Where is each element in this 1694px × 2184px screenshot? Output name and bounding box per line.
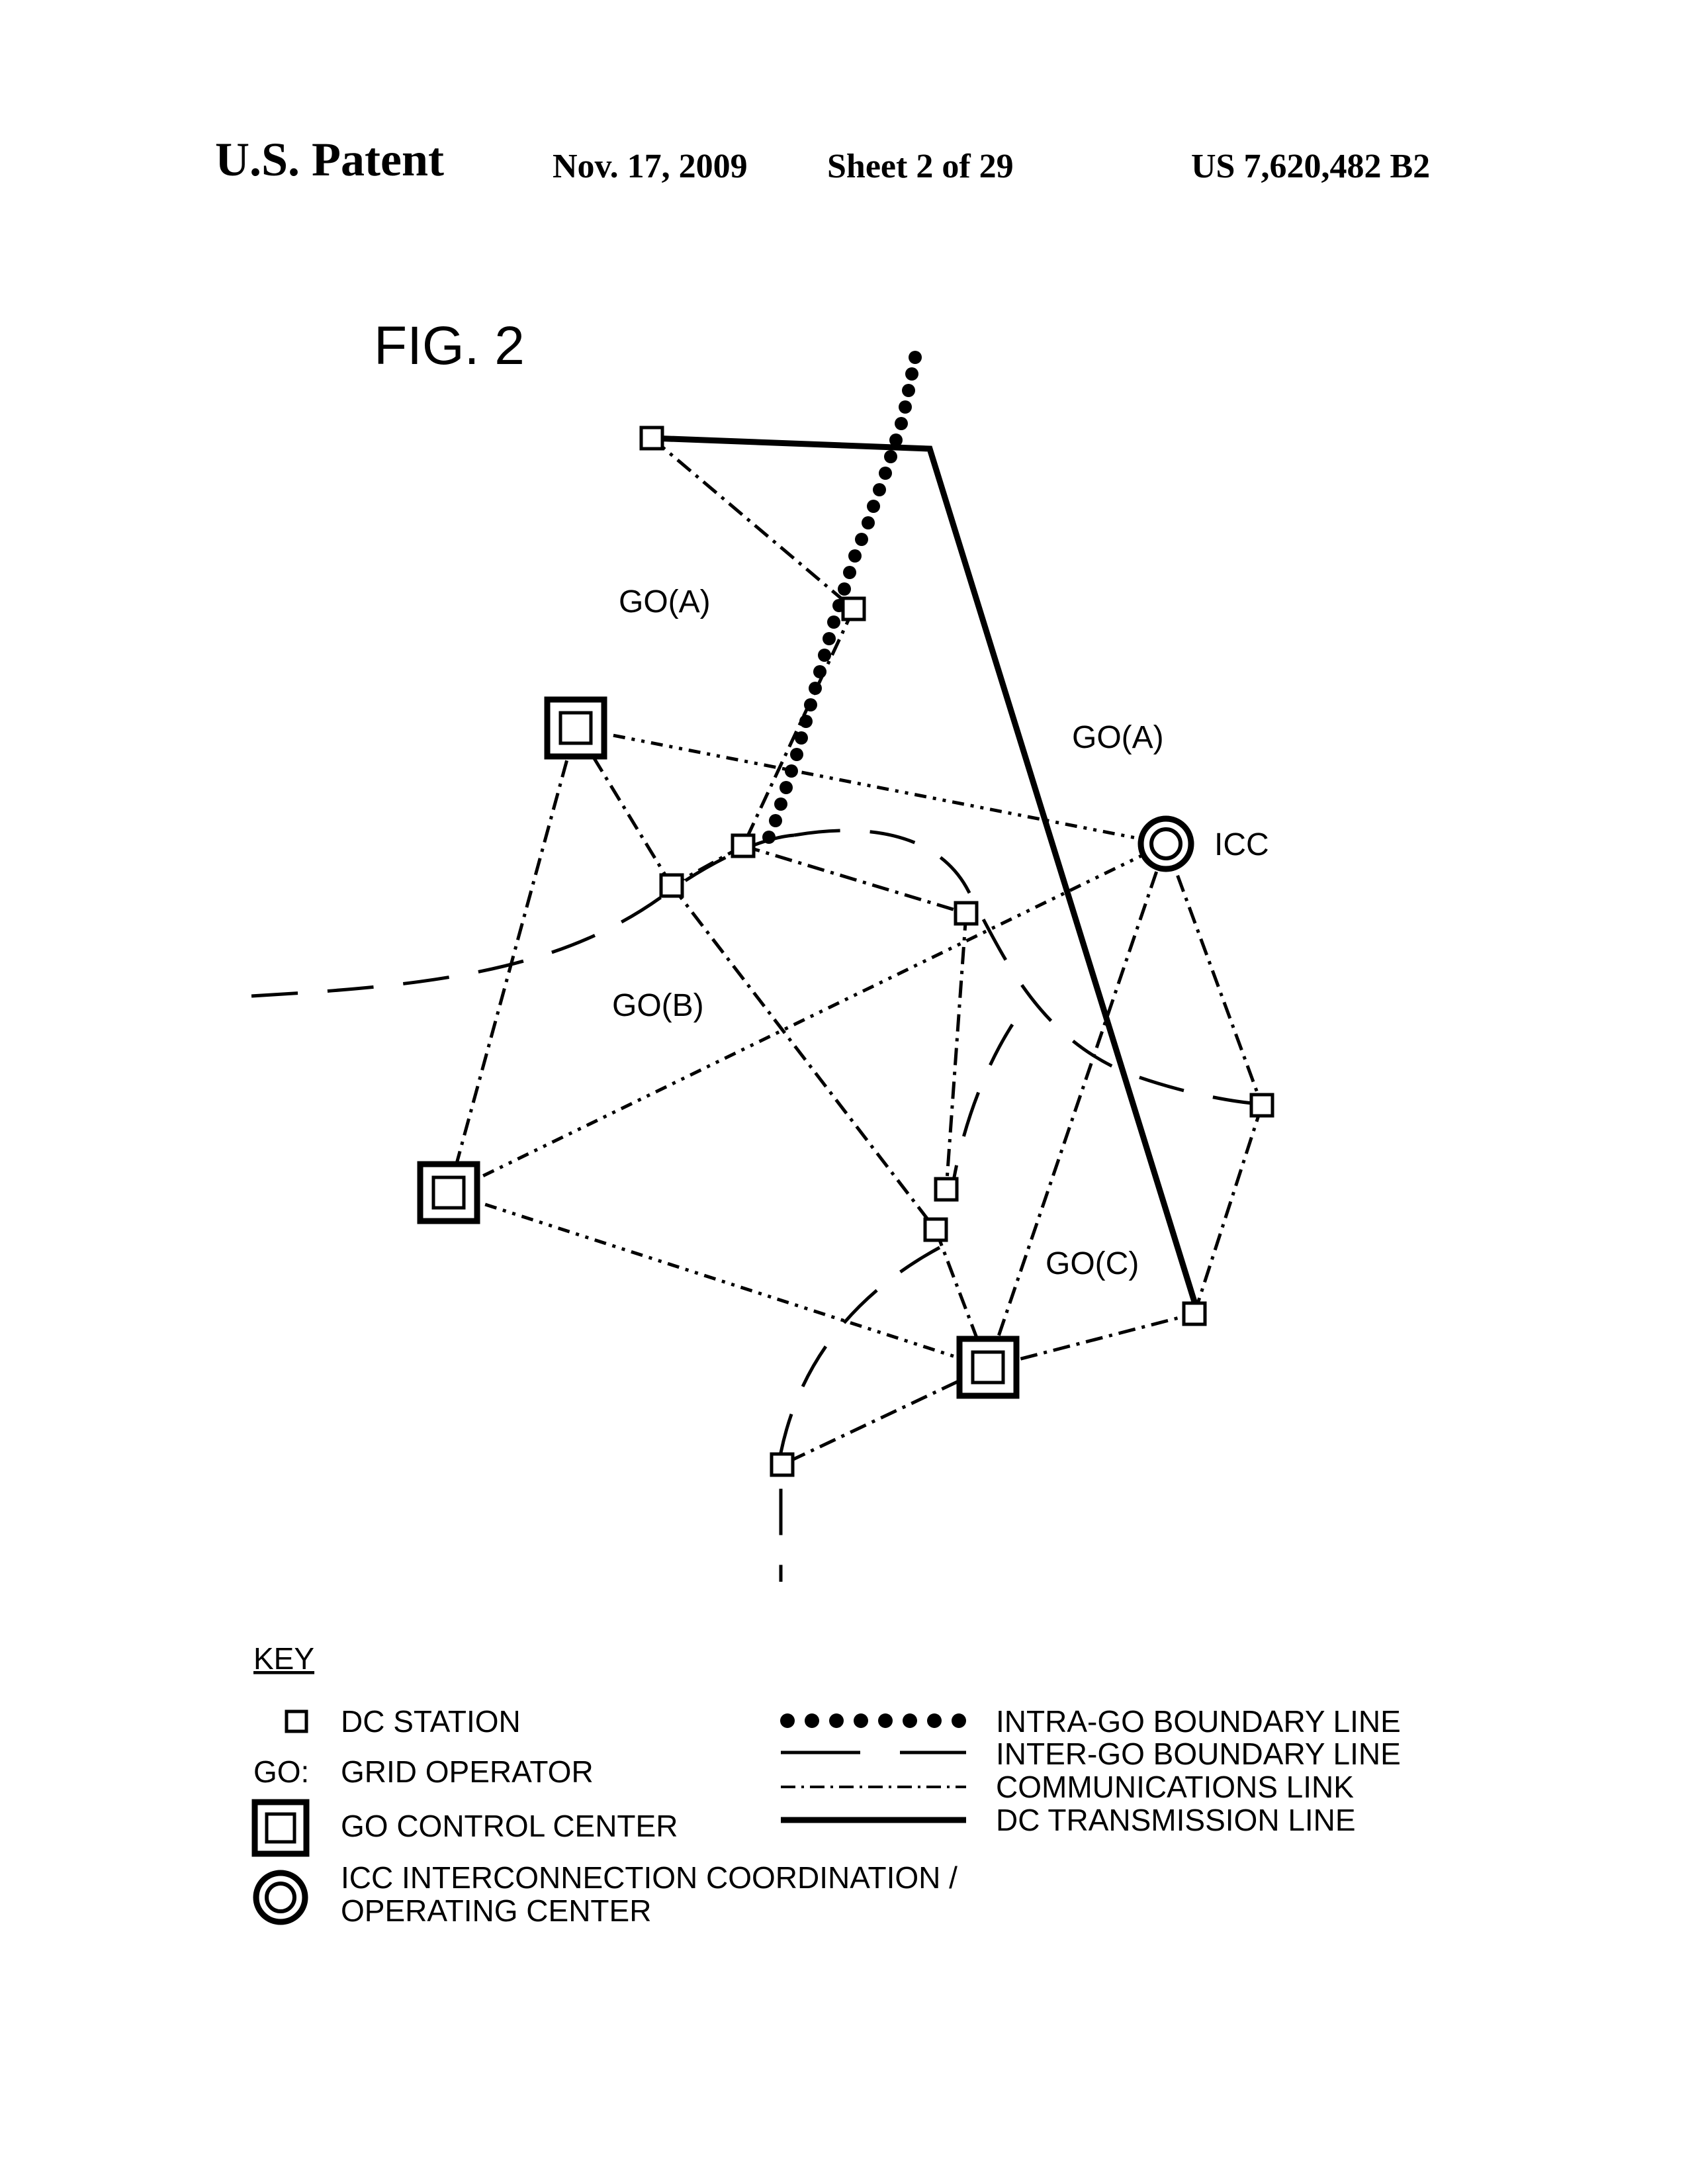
key-dc-line: DC TRANSMISSION LINE (996, 1803, 1356, 1837)
dc-stations (639, 426, 1274, 1477)
region-label-go-a-left: GO(A) (619, 584, 711, 619)
key-icc-line2: OPERATING CENTER (341, 1893, 651, 1928)
key-heading: KEY (253, 1641, 314, 1676)
region-label-go-b: GO(B) (612, 988, 704, 1023)
key-comm-link: COMMUNICATIONS LINK (996, 1770, 1354, 1804)
patent-date: Nov. 17, 2009 (553, 148, 748, 185)
go-control-center-a (544, 696, 607, 760)
key-intra-go-symbol (780, 1713, 966, 1728)
communications-links (447, 437, 1264, 1467)
go-control-center-b (417, 1161, 480, 1224)
key-icc-symbol (253, 1870, 308, 1925)
patent-title: U.S. Patent (215, 133, 444, 186)
key-intra-go: INTRA-GO BOUNDARY LINE (996, 1704, 1401, 1739)
key-dc-station-symbol (285, 1709, 308, 1733)
icc-label: ICC (1214, 827, 1269, 862)
figure-label: FIG. 2 (374, 316, 525, 376)
key-dc-station: DC STATION (341, 1704, 521, 1739)
dc-transmission-line (651, 435, 1201, 1314)
key-go-prefix: GO: (253, 1754, 309, 1789)
key-go-control-center: GO CONTROL CENTER (341, 1809, 678, 1843)
region-label-go-c: GO(C) (1046, 1246, 1139, 1281)
icc-node (1137, 815, 1194, 872)
key-grid-operator: GRID OPERATOR (341, 1754, 594, 1789)
region-label-go-a-right: GO(A) (1072, 720, 1164, 755)
key-inter-go: INTER-GO BOUNDARY LINE (996, 1737, 1401, 1771)
inter-go-boundary-lines (251, 829, 1261, 1582)
patent-number: US 7,620,482 B2 (1191, 148, 1431, 185)
key-go-control-center-symbol (251, 1799, 310, 1857)
sheet-number: Sheet 2 of 29 (827, 148, 1014, 185)
key-icc-line1: ICC INTERCONNECTION COORDINATION / (341, 1860, 958, 1895)
go-control-center-c (956, 1336, 1020, 1399)
